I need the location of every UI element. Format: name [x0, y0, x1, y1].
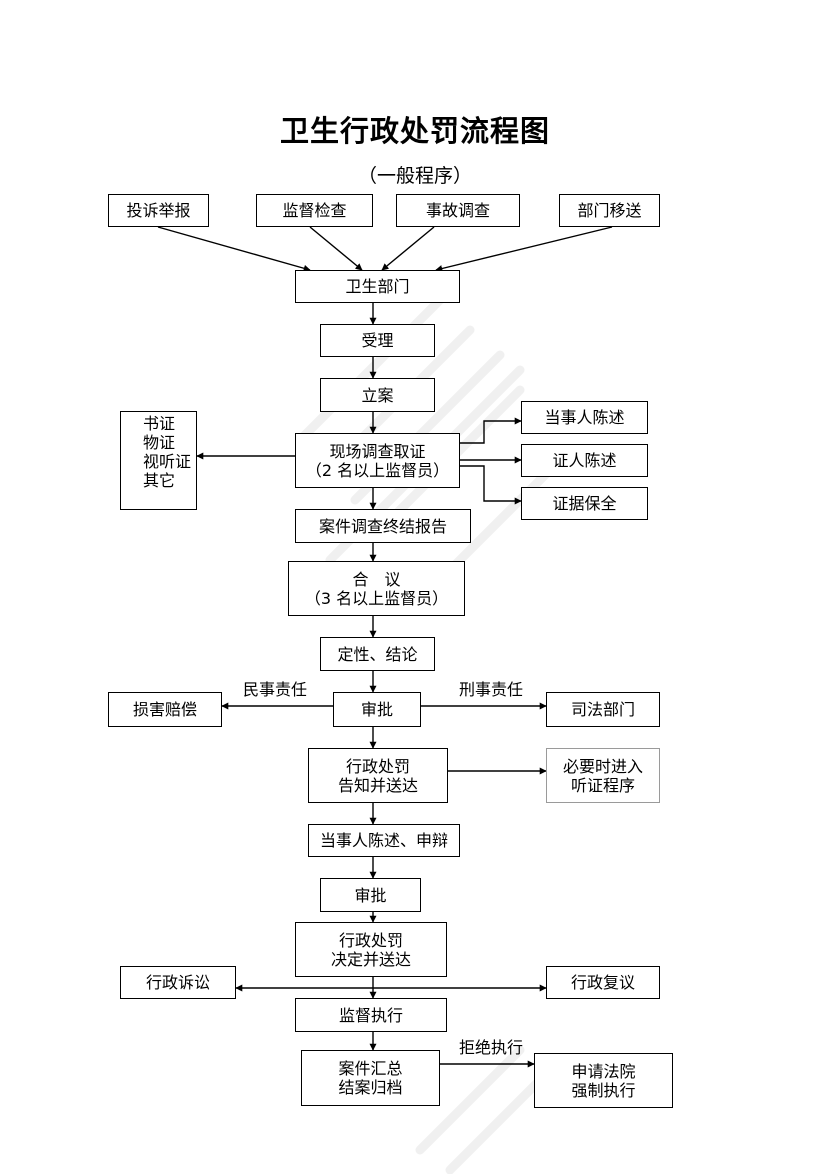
box-supervise: 监督执行: [295, 998, 447, 1032]
box-investigate: 现场调查取证 （2 名以上监督员）: [295, 433, 460, 488]
box-defense: 当事人陈述、申辩: [308, 824, 460, 857]
box-evidence-preserve: 证据保全: [521, 487, 648, 520]
box-archive: 案件汇总 结案归档: [301, 1050, 440, 1106]
box-witness-statement: 证人陈述: [521, 444, 648, 477]
box-deliberation: 合 议 （3 名以上监督员）: [288, 561, 465, 616]
box-compensation: 损害赔偿: [108, 692, 222, 727]
box-report: 案件调查终结报告: [295, 509, 471, 543]
box-accident: 事故调查: [396, 194, 520, 227]
box-complaint: 投诉举报: [108, 194, 209, 227]
box-evidence-types: 书证 物证 视听证 其它: [120, 411, 197, 510]
arrow-inspection-to-dept: [309, 226, 363, 271]
box-approval-2: 审批: [320, 878, 421, 912]
label-civil-liability: 民事责任: [243, 680, 308, 699]
box-decision: 行政处罚 决定并送达: [295, 922, 447, 977]
box-register: 立案: [320, 378, 435, 412]
box-litigation: 行政诉讼: [120, 966, 236, 999]
box-notice: 行政处罚 告知并送达: [308, 748, 448, 803]
label-refuse-execution: 拒绝执行: [459, 1038, 524, 1057]
box-transfer: 部门移送: [559, 194, 660, 227]
box-conclusion: 定性、结论: [320, 637, 435, 671]
box-health-dept: 卫生部门: [295, 270, 460, 303]
arrow-complaint-to-dept: [157, 226, 311, 272]
page-subtitle: （一般程序）: [357, 165, 472, 187]
box-party-statement: 当事人陈述: [521, 401, 648, 434]
page-title: 卫生行政处罚流程图: [279, 114, 550, 148]
box-reconsideration: 行政复议: [546, 966, 660, 999]
box-court: 申请法院 强制执行: [534, 1053, 673, 1108]
arrow-transfer-to-dept: [435, 226, 613, 272]
box-hearing: 必要时进入 听证程序: [546, 748, 660, 803]
box-judicial: 司法部门: [546, 692, 660, 727]
label-criminal-liability: 刑事责任: [459, 680, 524, 699]
box-approval-1: 审批: [333, 692, 421, 727]
box-accept: 受理: [320, 324, 435, 357]
box-inspection: 监督检查: [256, 194, 373, 227]
arrow-accident-to-dept: [381, 226, 435, 271]
